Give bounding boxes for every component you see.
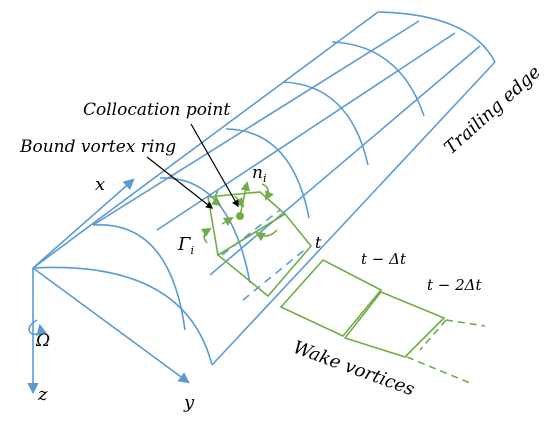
trailing-edge-label: Trailing edge — [440, 62, 545, 159]
leader-lines — [146, 123, 239, 209]
wing-section-line — [331, 41, 425, 117]
time-t-minus-dt-label: t − Δt — [361, 250, 407, 268]
collocation-leader — [190, 123, 239, 208]
wake-vortex-dashed — [406, 356, 471, 384]
wing-tip-chord — [377, 11, 496, 63]
wake-vortices-label: Wake vortices — [290, 337, 417, 400]
wing-trailing-edge — [211, 61, 496, 366]
time-t-label: t — [315, 233, 322, 252]
omega-rotation-arrow — [28, 319, 48, 336]
circulation-arrow — [255, 229, 278, 242]
wing-mesh — [32, 11, 496, 366]
time-t-minus-2dt-label: t − 2Δt — [427, 276, 483, 294]
wake-vortex-ring — [343, 291, 446, 358]
collocation-point-label: Collocation point — [83, 100, 230, 120]
wing-root-chord — [32, 266, 213, 366]
wing-chordwise-line — [156, 32, 456, 231]
bound-vortex-ring — [200, 181, 313, 298]
y-axis-label: y — [183, 392, 195, 413]
wing-chordwise-line — [209, 45, 481, 276]
circulation-arrow — [234, 195, 245, 208]
circulation-label: Γi — [177, 234, 194, 257]
normal-vector-label: ni — [252, 163, 266, 185]
coordinate-axes — [27, 178, 190, 395]
x-axis-arrow — [32, 178, 135, 269]
wing-chordwise-line — [92, 20, 420, 226]
wake-guide-lines — [221, 209, 309, 301]
wake-vortices — [279, 259, 486, 384]
wake-vortex-ring — [279, 259, 383, 337]
wake-vortex-dashed — [445, 319, 486, 327]
bound-ring-leader — [146, 156, 214, 209]
wing-leading-edge — [32, 11, 379, 269]
omega-label: Ω — [35, 331, 50, 351]
circulation-arrow — [210, 190, 222, 207]
bound-vortex-panel — [207, 191, 287, 257]
x-axis-label: x — [95, 174, 105, 195]
z-axis-label: z — [37, 384, 48, 405]
wing-section-line — [92, 224, 186, 331]
wake-vortex-dashed — [419, 319, 447, 351]
bound-vortex-ring-label: Bound vortex ring — [19, 137, 176, 157]
y-axis-arrow — [32, 267, 190, 384]
bound-vortex-panel-lower — [216, 212, 313, 298]
circulation-arrow — [221, 217, 234, 227]
wing-section-line — [282, 81, 369, 166]
circulation-arrow — [261, 183, 274, 201]
normal-vector-arrow — [239, 181, 251, 217]
circulation-arrow — [200, 228, 212, 244]
wing-section-line — [225, 128, 310, 219]
